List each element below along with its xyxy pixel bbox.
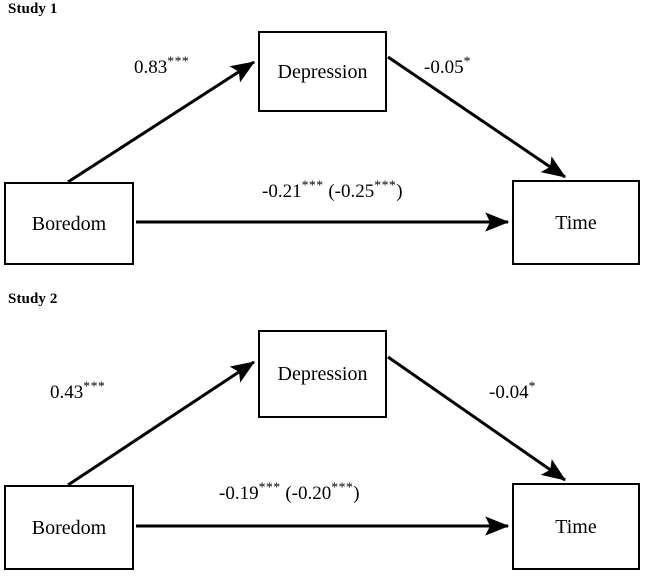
- path-significance-c-study-2: ***: [258, 479, 281, 495]
- path-total-close-paren-study-2: ): [353, 483, 360, 504]
- arrow-b-path-study-2: [387, 355, 566, 482]
- path-label-c-study-2: -0.19*** (-0.20***): [219, 480, 360, 504]
- path-significance-a-study-1: ***: [167, 53, 190, 69]
- arrow-layer-study-1: [67, 55, 566, 232]
- arrow-a-path-study-1: [67, 60, 256, 184]
- node-label-boredom: Boredom: [31, 516, 107, 539]
- node-depression-study-2: Depression: [258, 330, 387, 418]
- path-coefficient-a-study-2: 0.43: [50, 382, 84, 403]
- node-label-boredom: Boredom: [31, 212, 107, 235]
- path-total-open-paren-study-2: (: [280, 483, 292, 504]
- node-time-study-2: Time: [512, 483, 640, 570]
- arrow-layer-study-2: [67, 355, 566, 536]
- node-depression-study-1: Depression: [258, 31, 387, 112]
- path-total-close-paren-study-1: ): [396, 181, 403, 202]
- panel-study-2: Study 2 Boredom D: [0, 290, 646, 577]
- panel-title-study-1: Study 1: [8, 1, 58, 17]
- path-label-b-study-1: -0.05*: [424, 54, 471, 78]
- path-significance-b-study-2: *: [528, 378, 536, 394]
- path-total-open-paren-study-1: (: [323, 181, 335, 202]
- path-significance-b-study-1: *: [463, 53, 471, 69]
- node-time-study-1: Time: [512, 180, 640, 265]
- path-coefficient-b-study-1: -0.05: [424, 57, 464, 78]
- path-total-significance-c-study-1: ***: [374, 177, 397, 193]
- path-coefficient-c-study-2: -0.19: [219, 483, 259, 504]
- node-label-time: Time: [555, 515, 597, 538]
- path-total-significance-c-study-2: ***: [331, 479, 354, 495]
- node-boredom-study-2: Boredom: [4, 485, 134, 570]
- path-total-coefficient-c-study-2: -0.20: [291, 483, 332, 504]
- path-label-a-study-1: 0.83***: [134, 54, 189, 78]
- path-coefficient-a-study-1: 0.83: [134, 57, 168, 78]
- path-significance-c-study-1: ***: [301, 177, 324, 193]
- panel-title-study-2: Study 2: [8, 291, 58, 307]
- arrow-b-path-study-1: [387, 55, 566, 179]
- node-label-depression: Depression: [277, 363, 368, 385]
- path-coefficient-b-study-2: -0.04: [489, 382, 529, 403]
- arrow-a-path-study-2: [67, 360, 256, 487]
- path-label-c-study-1: -0.21*** (-0.25***): [262, 178, 403, 202]
- path-total-coefficient-c-study-1: -0.25: [334, 181, 375, 202]
- node-boredom-study-1: Boredom: [4, 182, 134, 265]
- path-label-b-study-2: -0.04*: [489, 379, 536, 403]
- node-label-time: Time: [555, 211, 597, 234]
- path-label-a-study-2: 0.43***: [50, 379, 105, 403]
- path-significance-a-study-2: ***: [83, 378, 106, 394]
- panel-study-1: Study 1 Boredom D: [4, 1, 640, 265]
- path-coefficient-c-study-1: -0.21: [262, 181, 302, 202]
- node-label-depression: Depression: [277, 60, 368, 83]
